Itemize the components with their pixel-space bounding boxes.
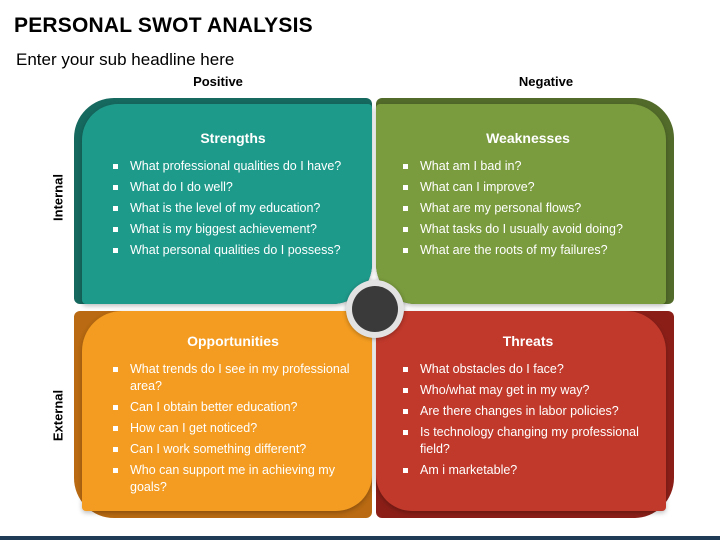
list-item: What is my biggest achievement? bbox=[110, 221, 356, 238]
column-label-negative: Negative bbox=[518, 74, 574, 89]
threats-heading: Threats bbox=[502, 333, 554, 349]
weaknesses-heading: Weaknesses bbox=[486, 130, 570, 146]
page-subtitle: Enter your sub headline here bbox=[16, 50, 235, 69]
opportunities-list: What trends do I see in my professional … bbox=[110, 361, 356, 496]
list-item: What tasks do I usually avoid doing? bbox=[400, 221, 656, 238]
list-item: Can I obtain better education? bbox=[110, 399, 356, 416]
list-item: What are my personal flows? bbox=[400, 200, 656, 217]
list-item: Who can support me in achieving my goals… bbox=[110, 462, 356, 496]
row-label-external: External bbox=[50, 389, 66, 442]
list-item: What personal qualities do I possess? bbox=[110, 242, 356, 259]
list-item: Can I work something different? bbox=[110, 441, 356, 458]
list-item: What professional qualities do I have? bbox=[110, 158, 356, 175]
opportunities-panel: Opportunities What trends do I see in my… bbox=[82, 311, 372, 511]
opportunities-quadrant: Opportunities What trends do I see in my… bbox=[74, 311, 372, 518]
threats-list: What obstacles do I face? Who/what may g… bbox=[400, 361, 656, 479]
column-label-positive: Positive bbox=[193, 74, 243, 89]
page-title: PERSONAL SWOT ANALYSIS bbox=[14, 14, 313, 37]
list-item: What trends do I see in my professional … bbox=[110, 361, 356, 395]
list-item: What do I do well? bbox=[110, 179, 356, 196]
list-item: How can I get noticed? bbox=[110, 420, 356, 437]
list-item: What are the roots of my failures? bbox=[400, 242, 656, 259]
strengths-heading: Strengths bbox=[200, 130, 266, 146]
list-item: What can I improve? bbox=[400, 179, 656, 196]
list-item: Am i marketable? bbox=[400, 462, 656, 479]
list-item: Are there changes in labor policies? bbox=[400, 403, 656, 420]
threats-panel: Threats What obstacles do I face? Who/wh… bbox=[376, 311, 666, 511]
weaknesses-panel: Weaknesses What am I bad in? What can I … bbox=[376, 104, 666, 304]
opportunities-heading: Opportunities bbox=[187, 333, 279, 349]
row-label-internal: Internal bbox=[50, 174, 66, 221]
weaknesses-list: What am I bad in? What can I improve? Wh… bbox=[400, 158, 656, 259]
center-circle bbox=[352, 286, 398, 332]
list-item: What am I bad in? bbox=[400, 158, 656, 175]
list-item: What obstacles do I face? bbox=[400, 361, 656, 378]
strengths-quadrant: Strengths What professional qualities do… bbox=[74, 98, 372, 304]
weaknesses-quadrant: Weaknesses What am I bad in? What can I … bbox=[376, 98, 674, 304]
threats-quadrant: Threats What obstacles do I face? Who/wh… bbox=[376, 311, 674, 518]
strengths-panel: Strengths What professional qualities do… bbox=[82, 104, 372, 304]
strengths-list: What professional qualities do I have? W… bbox=[110, 158, 356, 259]
bottom-accent-bar bbox=[0, 536, 720, 540]
list-item: Is technology changing my professional f… bbox=[400, 424, 656, 458]
list-item: Who/what may get in my way? bbox=[400, 382, 656, 399]
list-item: What is the level of my education? bbox=[110, 200, 356, 217]
